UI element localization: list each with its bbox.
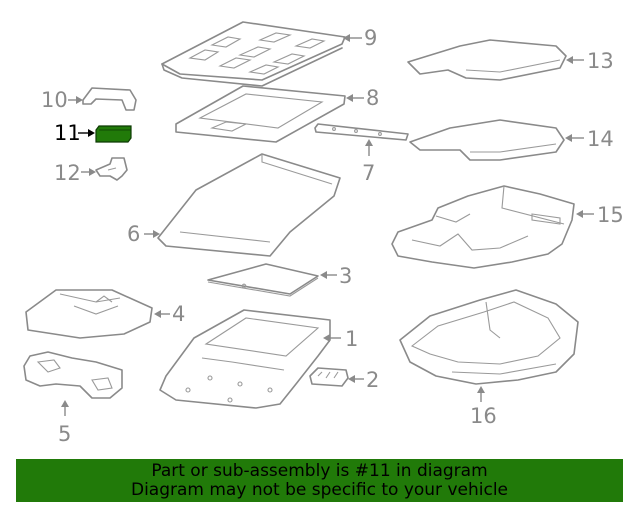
callout-1-label: 1 [345, 327, 358, 351]
part-1-seat-frame-base [159, 309, 331, 409]
callout-15-label: 15 [597, 203, 624, 227]
part-7-bracket [314, 123, 409, 141]
banner-line-2: Diagram may not be specific to your vehi… [130, 479, 508, 500]
part-9-seat-frame [161, 21, 346, 87]
part-10-trim-bracket [82, 87, 137, 111]
callout-16-leader [477, 386, 485, 402]
callout-11-leader [78, 129, 95, 137]
callout-6-leader [144, 230, 160, 238]
part-3-pad [207, 263, 319, 297]
callout-9-label: 9 [364, 26, 377, 50]
callout-7-leader [365, 139, 373, 156]
part-5-support [23, 351, 123, 399]
callout-15-leader [576, 210, 594, 218]
callout-13-label: 13 [587, 49, 614, 73]
callout-14-leader [565, 134, 584, 142]
part-6-cushion-pad [157, 153, 341, 257]
callout-2-leader [348, 375, 364, 383]
callout-5-leader [61, 400, 69, 416]
callout-6-label: 6 [127, 222, 140, 246]
banner-line-1: Part or sub-assembly is #11 in diagram [151, 460, 488, 481]
callout-1-leader [323, 334, 341, 342]
callout-13-leader [566, 56, 584, 64]
callout-11-label: 11 [54, 121, 81, 145]
part-11-highlighted [95, 125, 132, 143]
part-2-bracket [309, 367, 349, 387]
part-15-seat-foam [391, 185, 575, 269]
part-4-side-trim [25, 289, 153, 339]
callout-8-label: 8 [366, 86, 379, 110]
part-8-seat-pan-frame [175, 85, 346, 143]
callout-16-label: 16 [470, 404, 497, 428]
callout-2-label: 2 [366, 368, 379, 392]
part-14-cushion-cover [409, 119, 565, 161]
callout-12-leader [81, 168, 96, 176]
part-12-clip [95, 157, 128, 181]
part-13-cushion-cover [407, 39, 567, 81]
callout-4-leader [154, 310, 170, 318]
diagram-notice-banner: Part or sub-assembly is #11 in diagram D… [16, 459, 623, 502]
callout-4-label: 4 [172, 302, 185, 326]
callout-12-label: 12 [54, 161, 81, 185]
callout-8-leader [346, 94, 364, 102]
callout-3-leader [320, 271, 337, 279]
callout-9-leader [343, 34, 362, 42]
part-16-seat-tray [399, 289, 579, 385]
parts-diagram: 9 10 11 12 8 [23, 21, 624, 446]
callout-5-label: 5 [58, 422, 71, 446]
callout-10-label: 10 [41, 88, 68, 112]
callout-3-label: 3 [339, 264, 352, 288]
callout-7-label: 7 [362, 161, 375, 185]
callout-14-label: 14 [587, 127, 614, 151]
callout-10-leader [68, 96, 83, 104]
